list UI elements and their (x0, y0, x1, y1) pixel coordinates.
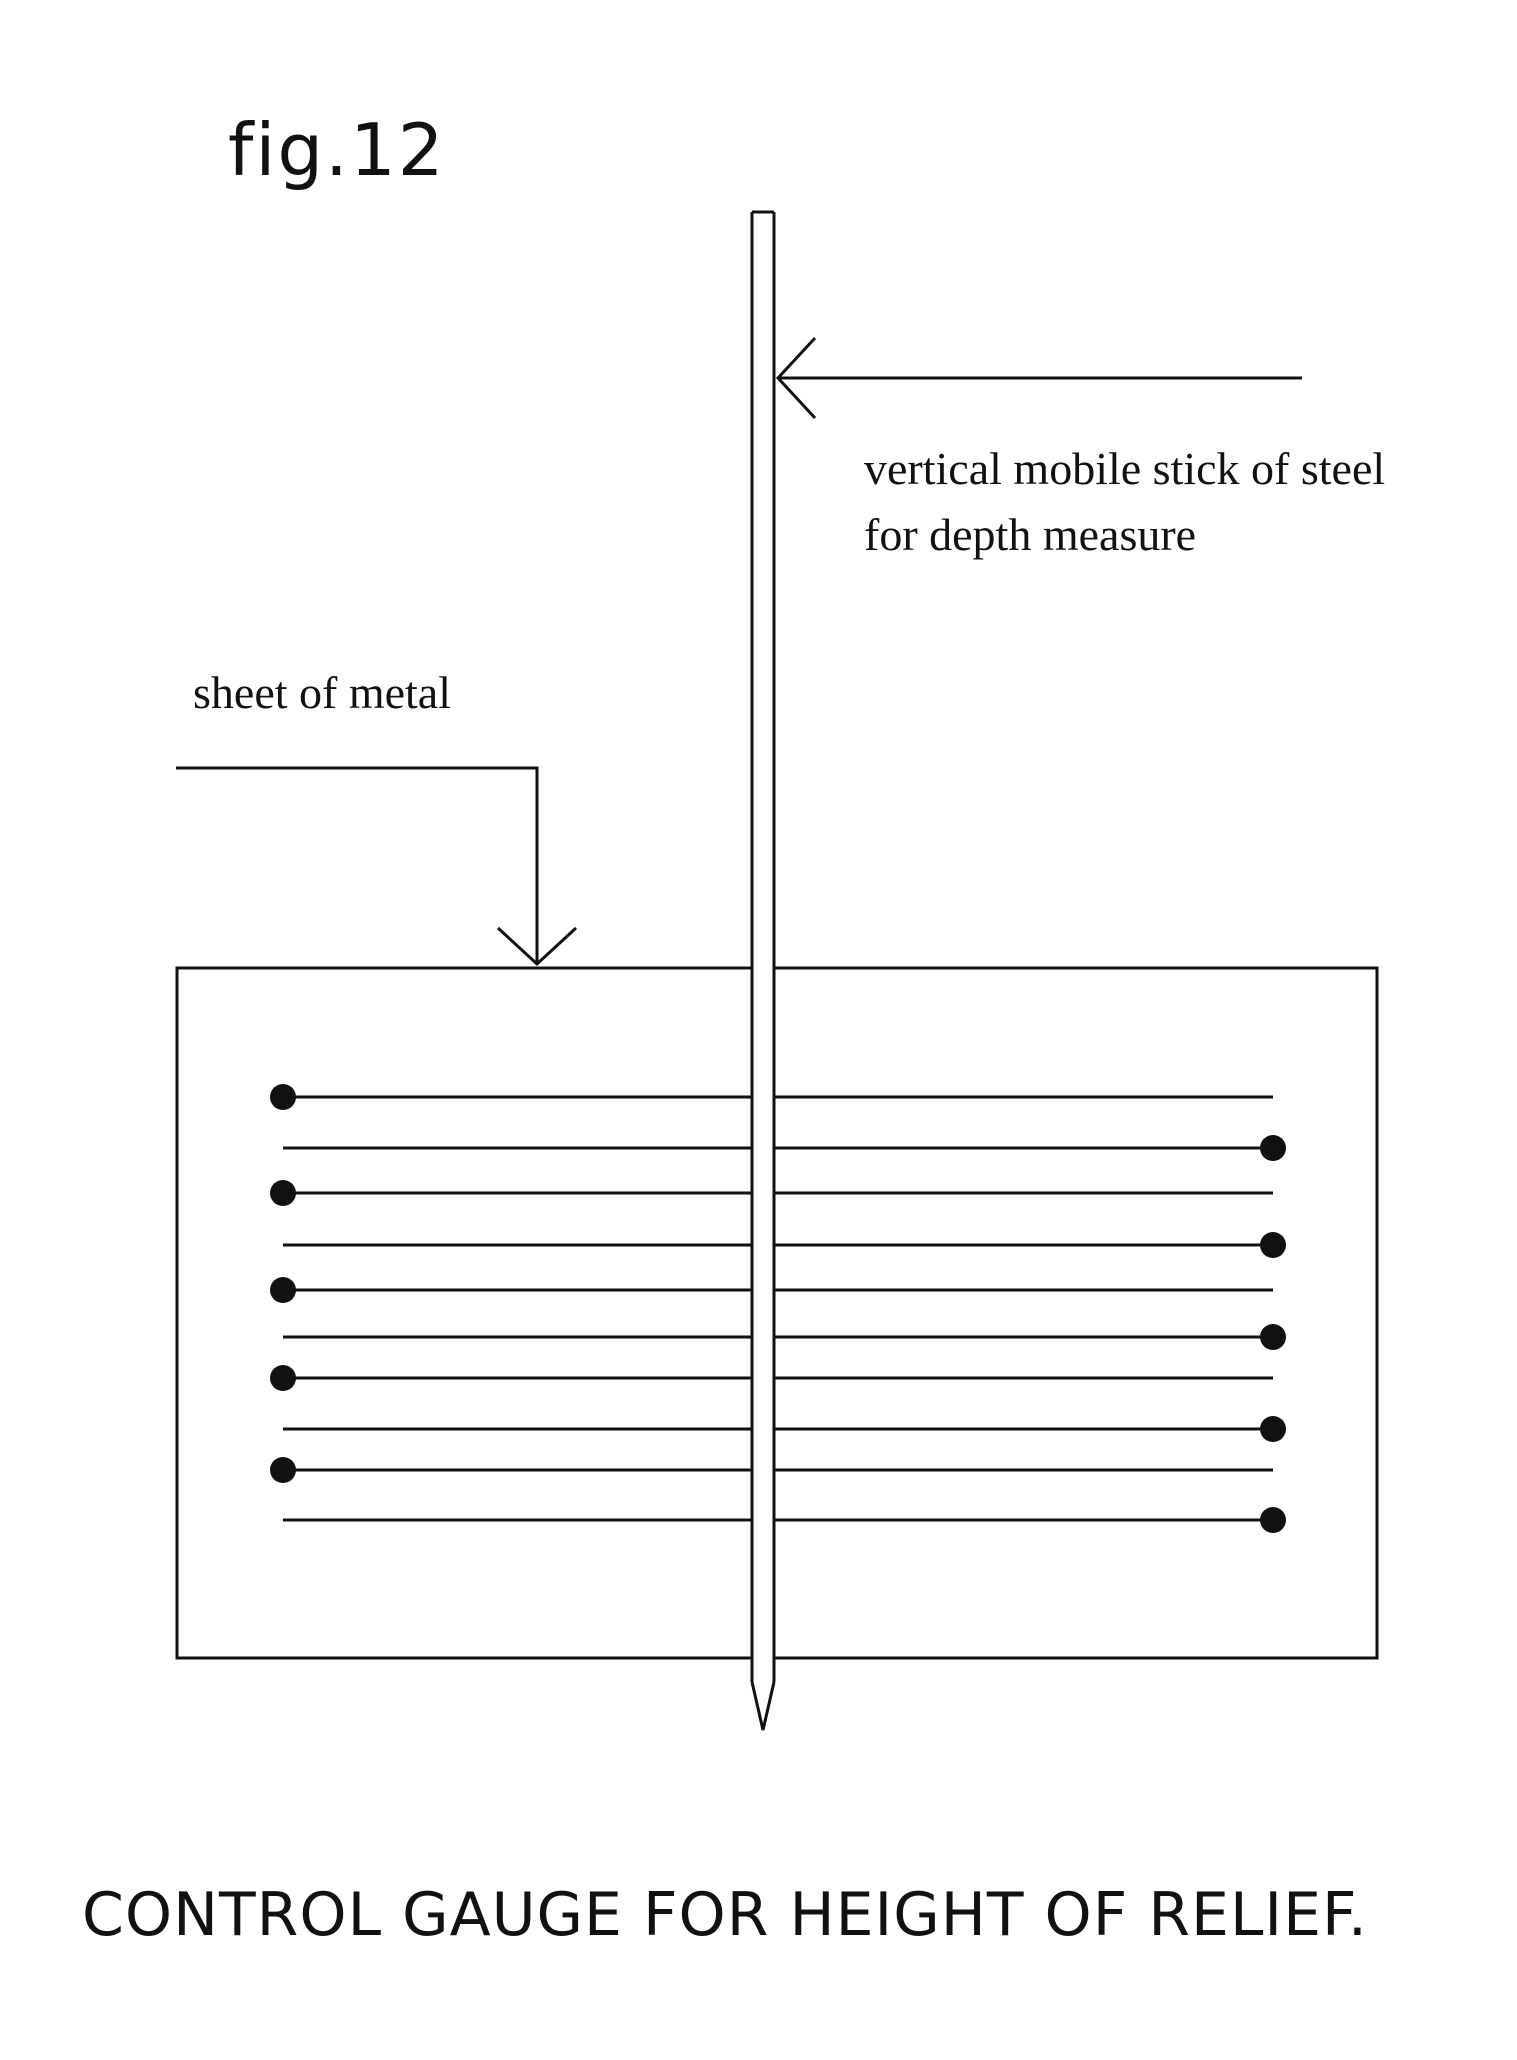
sheet-annotation: sheet of metal (193, 667, 452, 718)
metal-sheet (175, 966, 1379, 1660)
wire-anchor-dot (270, 1084, 296, 1110)
sheet-arrow (176, 766, 578, 967)
sheet-arrow-shaft (176, 766, 539, 964)
stick-arrow (775, 336, 1302, 420)
wire-anchor-dot (270, 1365, 296, 1391)
stick-annotation-line2: for depth measure (864, 509, 1197, 560)
steel-stick (750, 210, 776, 1731)
stick-annotation: vertical mobile stick of steel for depth… (864, 436, 1385, 568)
sheet-arrow-head (496, 926, 578, 967)
wire-anchor-dot (1260, 1507, 1286, 1533)
wire-anchor-dot (1260, 1135, 1286, 1161)
wire-group (270, 1084, 1286, 1533)
stick-point (750, 1681, 776, 1731)
wire-anchor-dot (270, 1457, 296, 1483)
wire-anchor-dot (1260, 1416, 1286, 1442)
stick-body (752, 212, 774, 1682)
wire-anchor-dot (270, 1277, 296, 1303)
stick-annotation-line1: vertical mobile stick of steel (864, 443, 1386, 494)
figure-label: fig.12 (228, 108, 446, 192)
wire-anchor-dot (1260, 1324, 1286, 1350)
stick-arrow-head (775, 336, 817, 420)
wire-anchor-dot (1260, 1232, 1286, 1258)
wire-anchor-dot (270, 1180, 296, 1206)
diagram-caption: CONTROL GAUGE FOR HEIGHT OF RELIEF. (82, 1880, 1368, 1950)
